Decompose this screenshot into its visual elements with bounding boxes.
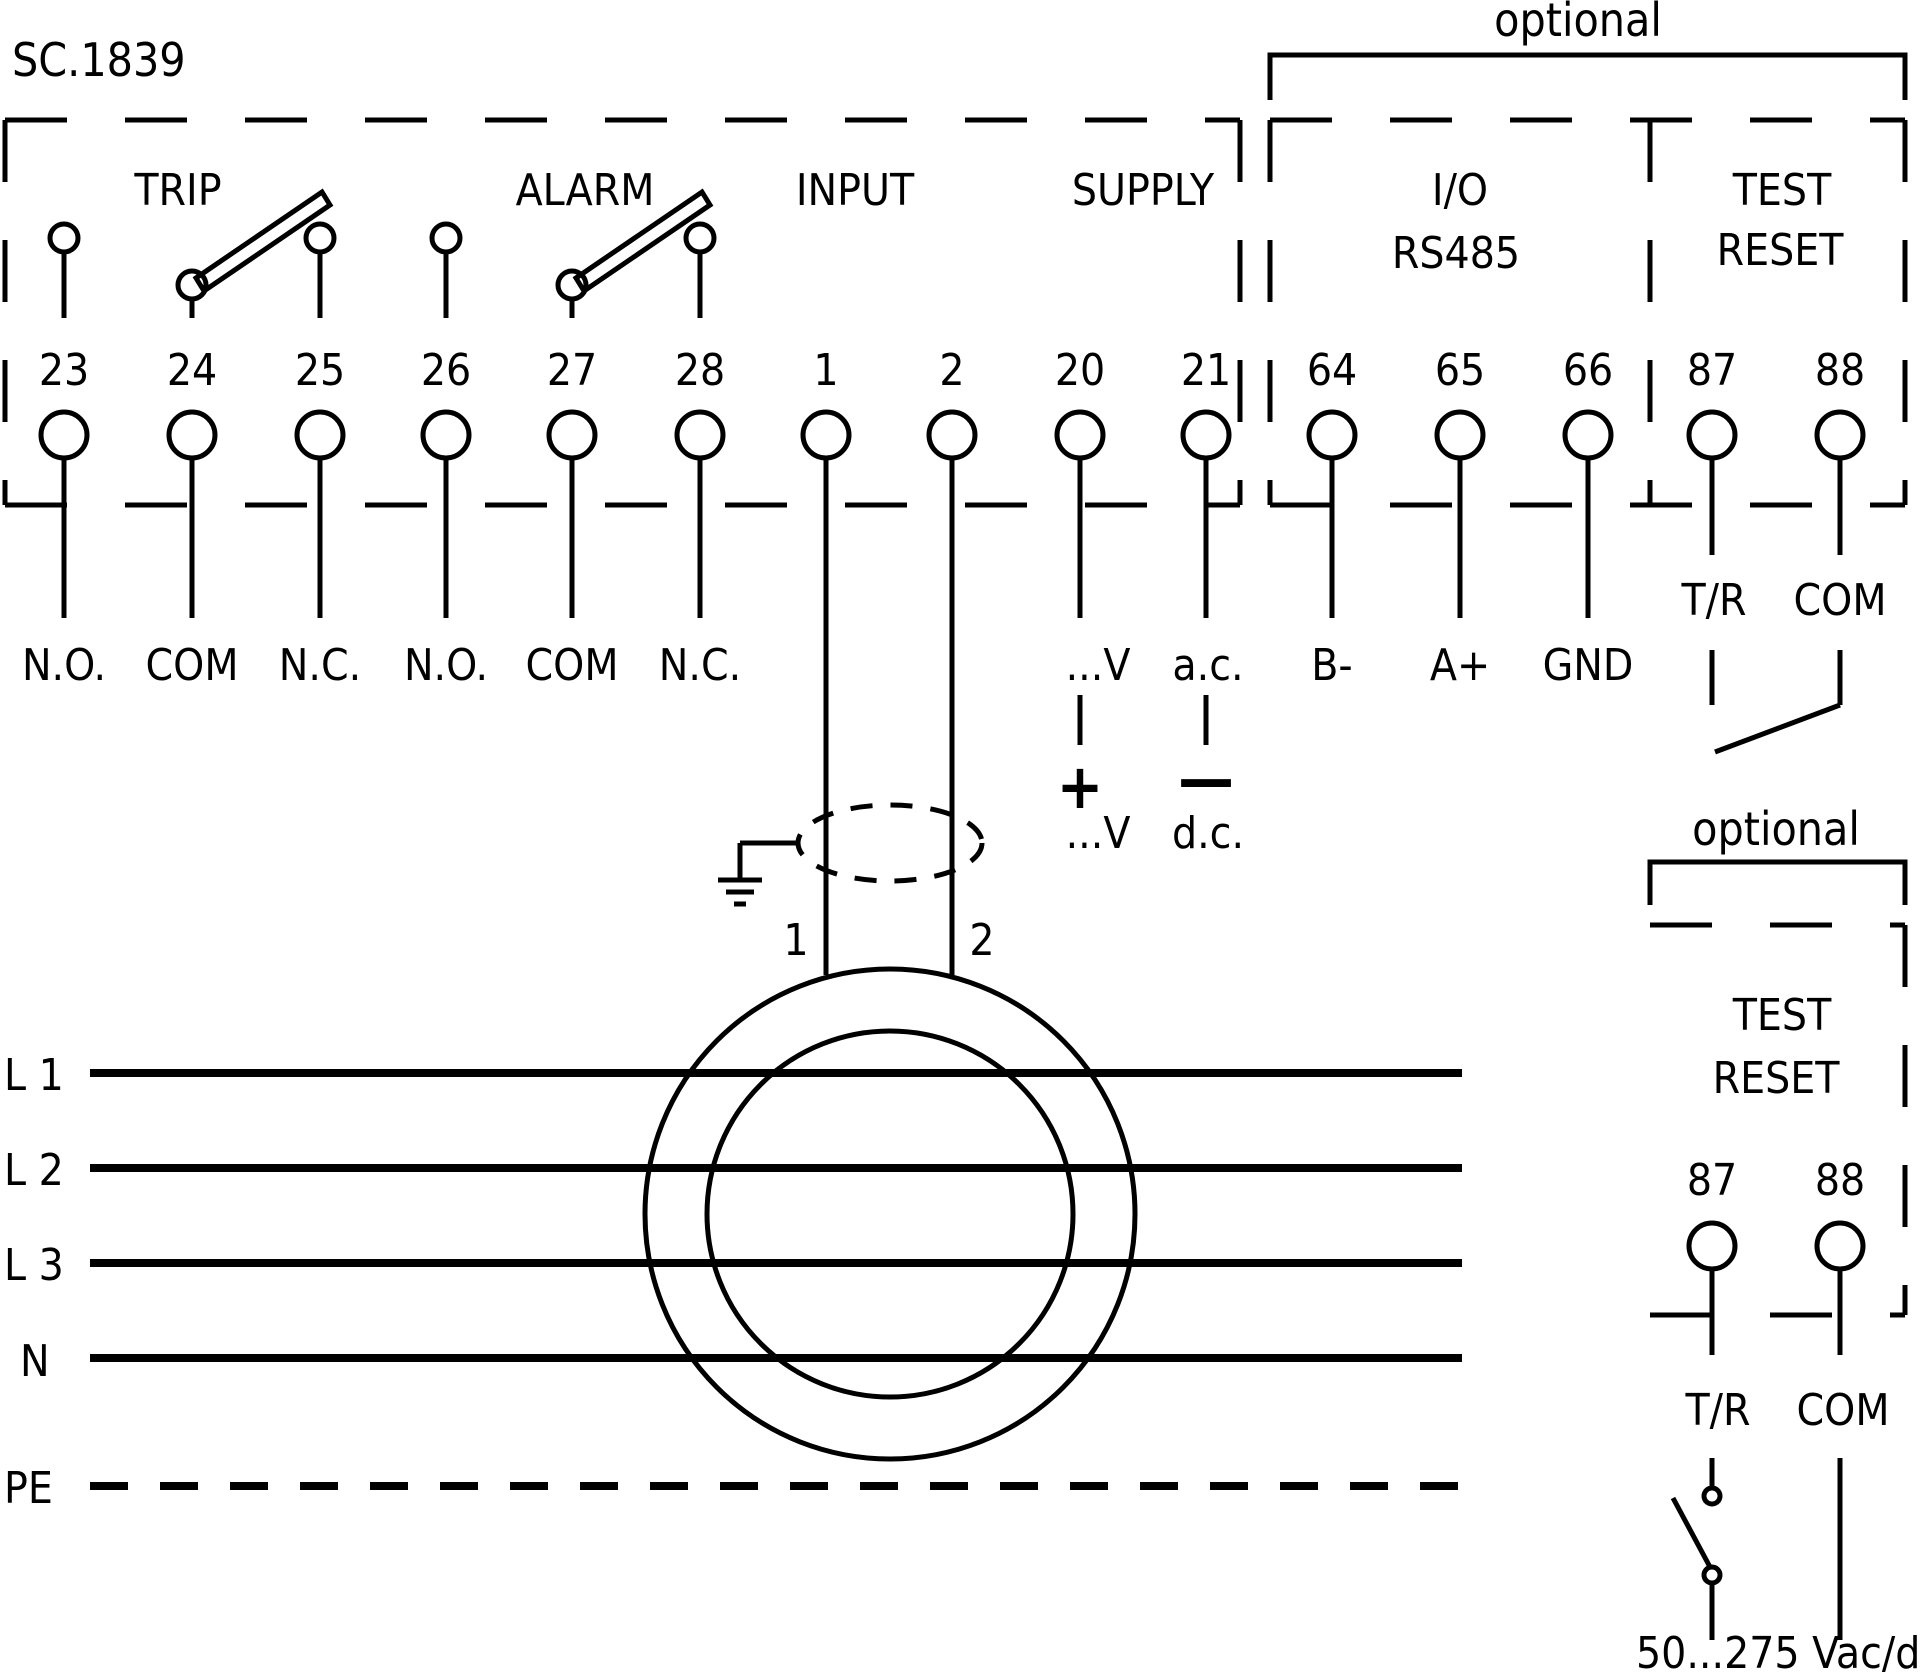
terminal-number-27: 27 xyxy=(547,345,597,396)
label-a-plus: A+ xyxy=(1430,640,1490,691)
remote-module-box xyxy=(1650,922,1908,1318)
terminal-87 xyxy=(1686,409,1738,555)
label-gnd: GND xyxy=(1543,640,1634,691)
ct-lead-2-label: 2 xyxy=(969,915,994,966)
remote-terminal-number-88: 88 xyxy=(1815,1155,1865,1206)
reset-label: RESET xyxy=(1717,225,1845,276)
model-label: SC.1839 xyxy=(12,33,186,87)
terminal-1 xyxy=(800,409,852,975)
terminal-20 xyxy=(1054,409,1106,618)
terminal-number-64: 64 xyxy=(1307,345,1357,396)
terminal-block xyxy=(38,409,1866,975)
conductor-label-l1: L 1 xyxy=(4,1050,64,1101)
terminal-number-66: 66 xyxy=(1563,345,1613,396)
label-no-trip: N.O. xyxy=(22,640,106,691)
test-reset-switch xyxy=(1709,650,1843,755)
remote-label-tr: T/R xyxy=(1684,1385,1750,1436)
label-supply-dc-v: ...V xyxy=(1066,808,1131,859)
device-enclosure xyxy=(2,117,1243,508)
terminal-number-24: 24 xyxy=(167,345,217,396)
label-nc-trip: N.C. xyxy=(279,640,361,691)
supply-polarity: + — ...V d.c. xyxy=(1057,695,1244,859)
minus-sign: — xyxy=(1178,742,1234,815)
terminal-number-21: 21 xyxy=(1181,345,1231,396)
terminal-number-2: 2 xyxy=(939,345,964,396)
terminal-number-88: 88 xyxy=(1815,345,1865,396)
terminal-number-20: 20 xyxy=(1055,345,1105,396)
label-no-alarm: N.O. xyxy=(404,640,488,691)
cable-shield xyxy=(718,802,985,907)
label-tr: T/R xyxy=(1680,575,1746,626)
alarm-relay-symbol xyxy=(429,188,717,318)
label-com-test: COM xyxy=(1794,575,1887,626)
terminal-65 xyxy=(1434,409,1486,618)
terminal-88 xyxy=(1814,409,1866,555)
label-supply-dc: d.c. xyxy=(1172,808,1244,859)
conductor-label-n: N xyxy=(20,1336,50,1387)
supply-label: SUPPLY xyxy=(1072,165,1215,216)
label-com-trip: COM xyxy=(146,640,239,691)
label-b-minus: B- xyxy=(1311,640,1352,691)
plus-sign: + xyxy=(1057,750,1104,823)
optional-module-box xyxy=(1267,117,1908,508)
remote-test-label: TEST xyxy=(1732,990,1832,1041)
trip-label: TRIP xyxy=(133,165,221,216)
terminal-25 xyxy=(294,409,346,618)
alarm-label: ALARM xyxy=(516,165,655,216)
terminal-28 xyxy=(674,409,726,618)
terminal-21 xyxy=(1180,409,1232,618)
input-label: INPUT xyxy=(796,165,915,216)
optional-top-label: optional xyxy=(1494,0,1662,47)
test-label: TEST xyxy=(1732,165,1832,216)
remote-voltage-label: 50...275 Vac/dc xyxy=(1636,1628,1920,1679)
ct-lead-1-label: 1 xyxy=(783,915,808,966)
label-com-alarm: COM xyxy=(526,640,619,691)
remote-terminals xyxy=(1686,1220,1866,1355)
label-supply-ac: a.c. xyxy=(1172,640,1243,691)
remote-reset-label: RESET xyxy=(1713,1053,1841,1104)
terminal-number-26: 26 xyxy=(421,345,471,396)
terminal-23 xyxy=(38,409,90,618)
conductor-label-l3: L 3 xyxy=(4,1240,64,1291)
terminal-64 xyxy=(1306,409,1358,618)
optional-side-bracket xyxy=(1647,859,1908,905)
conductor-label-l2: L 2 xyxy=(4,1145,64,1196)
terminal-number-25: 25 xyxy=(295,345,345,396)
terminal-24 xyxy=(166,409,218,618)
terminal-function-labels: N.O. COM N.C. N.O. COM N.C. ...V a.c. B-… xyxy=(22,575,1887,691)
terminal-number-28: 28 xyxy=(675,345,725,396)
label-supply-ac-v: ...V xyxy=(1066,640,1131,691)
terminal-2 xyxy=(926,409,978,975)
conductor-label-pe: PE xyxy=(4,1463,53,1514)
terminal-number-23: 23 xyxy=(39,345,89,396)
optional-side-label: optional xyxy=(1692,802,1860,856)
terminal-number-1: 1 xyxy=(813,345,838,396)
terminal-26 xyxy=(420,409,472,618)
trip-relay-symbol xyxy=(47,188,337,318)
terminal-number-87: 87 xyxy=(1687,345,1737,396)
terminal-numbers: 23 24 25 26 27 28 1 2 20 21 64 65 66 87 … xyxy=(39,345,1865,396)
remote-terminal-number-87: 87 xyxy=(1687,1155,1737,1206)
terminal-number-65: 65 xyxy=(1435,345,1485,396)
label-nc-alarm: N.C. xyxy=(659,640,741,691)
remote-label-com: COM xyxy=(1797,1385,1890,1436)
rs485-label: RS485 xyxy=(1392,228,1520,279)
terminal-66 xyxy=(1562,409,1614,618)
io-label: I/O xyxy=(1432,165,1488,216)
optional-top-bracket xyxy=(1267,52,1908,100)
terminal-27 xyxy=(546,409,598,618)
remote-pushbutton xyxy=(1670,1458,1843,1640)
toroidal-current-transformer xyxy=(642,966,1138,1462)
